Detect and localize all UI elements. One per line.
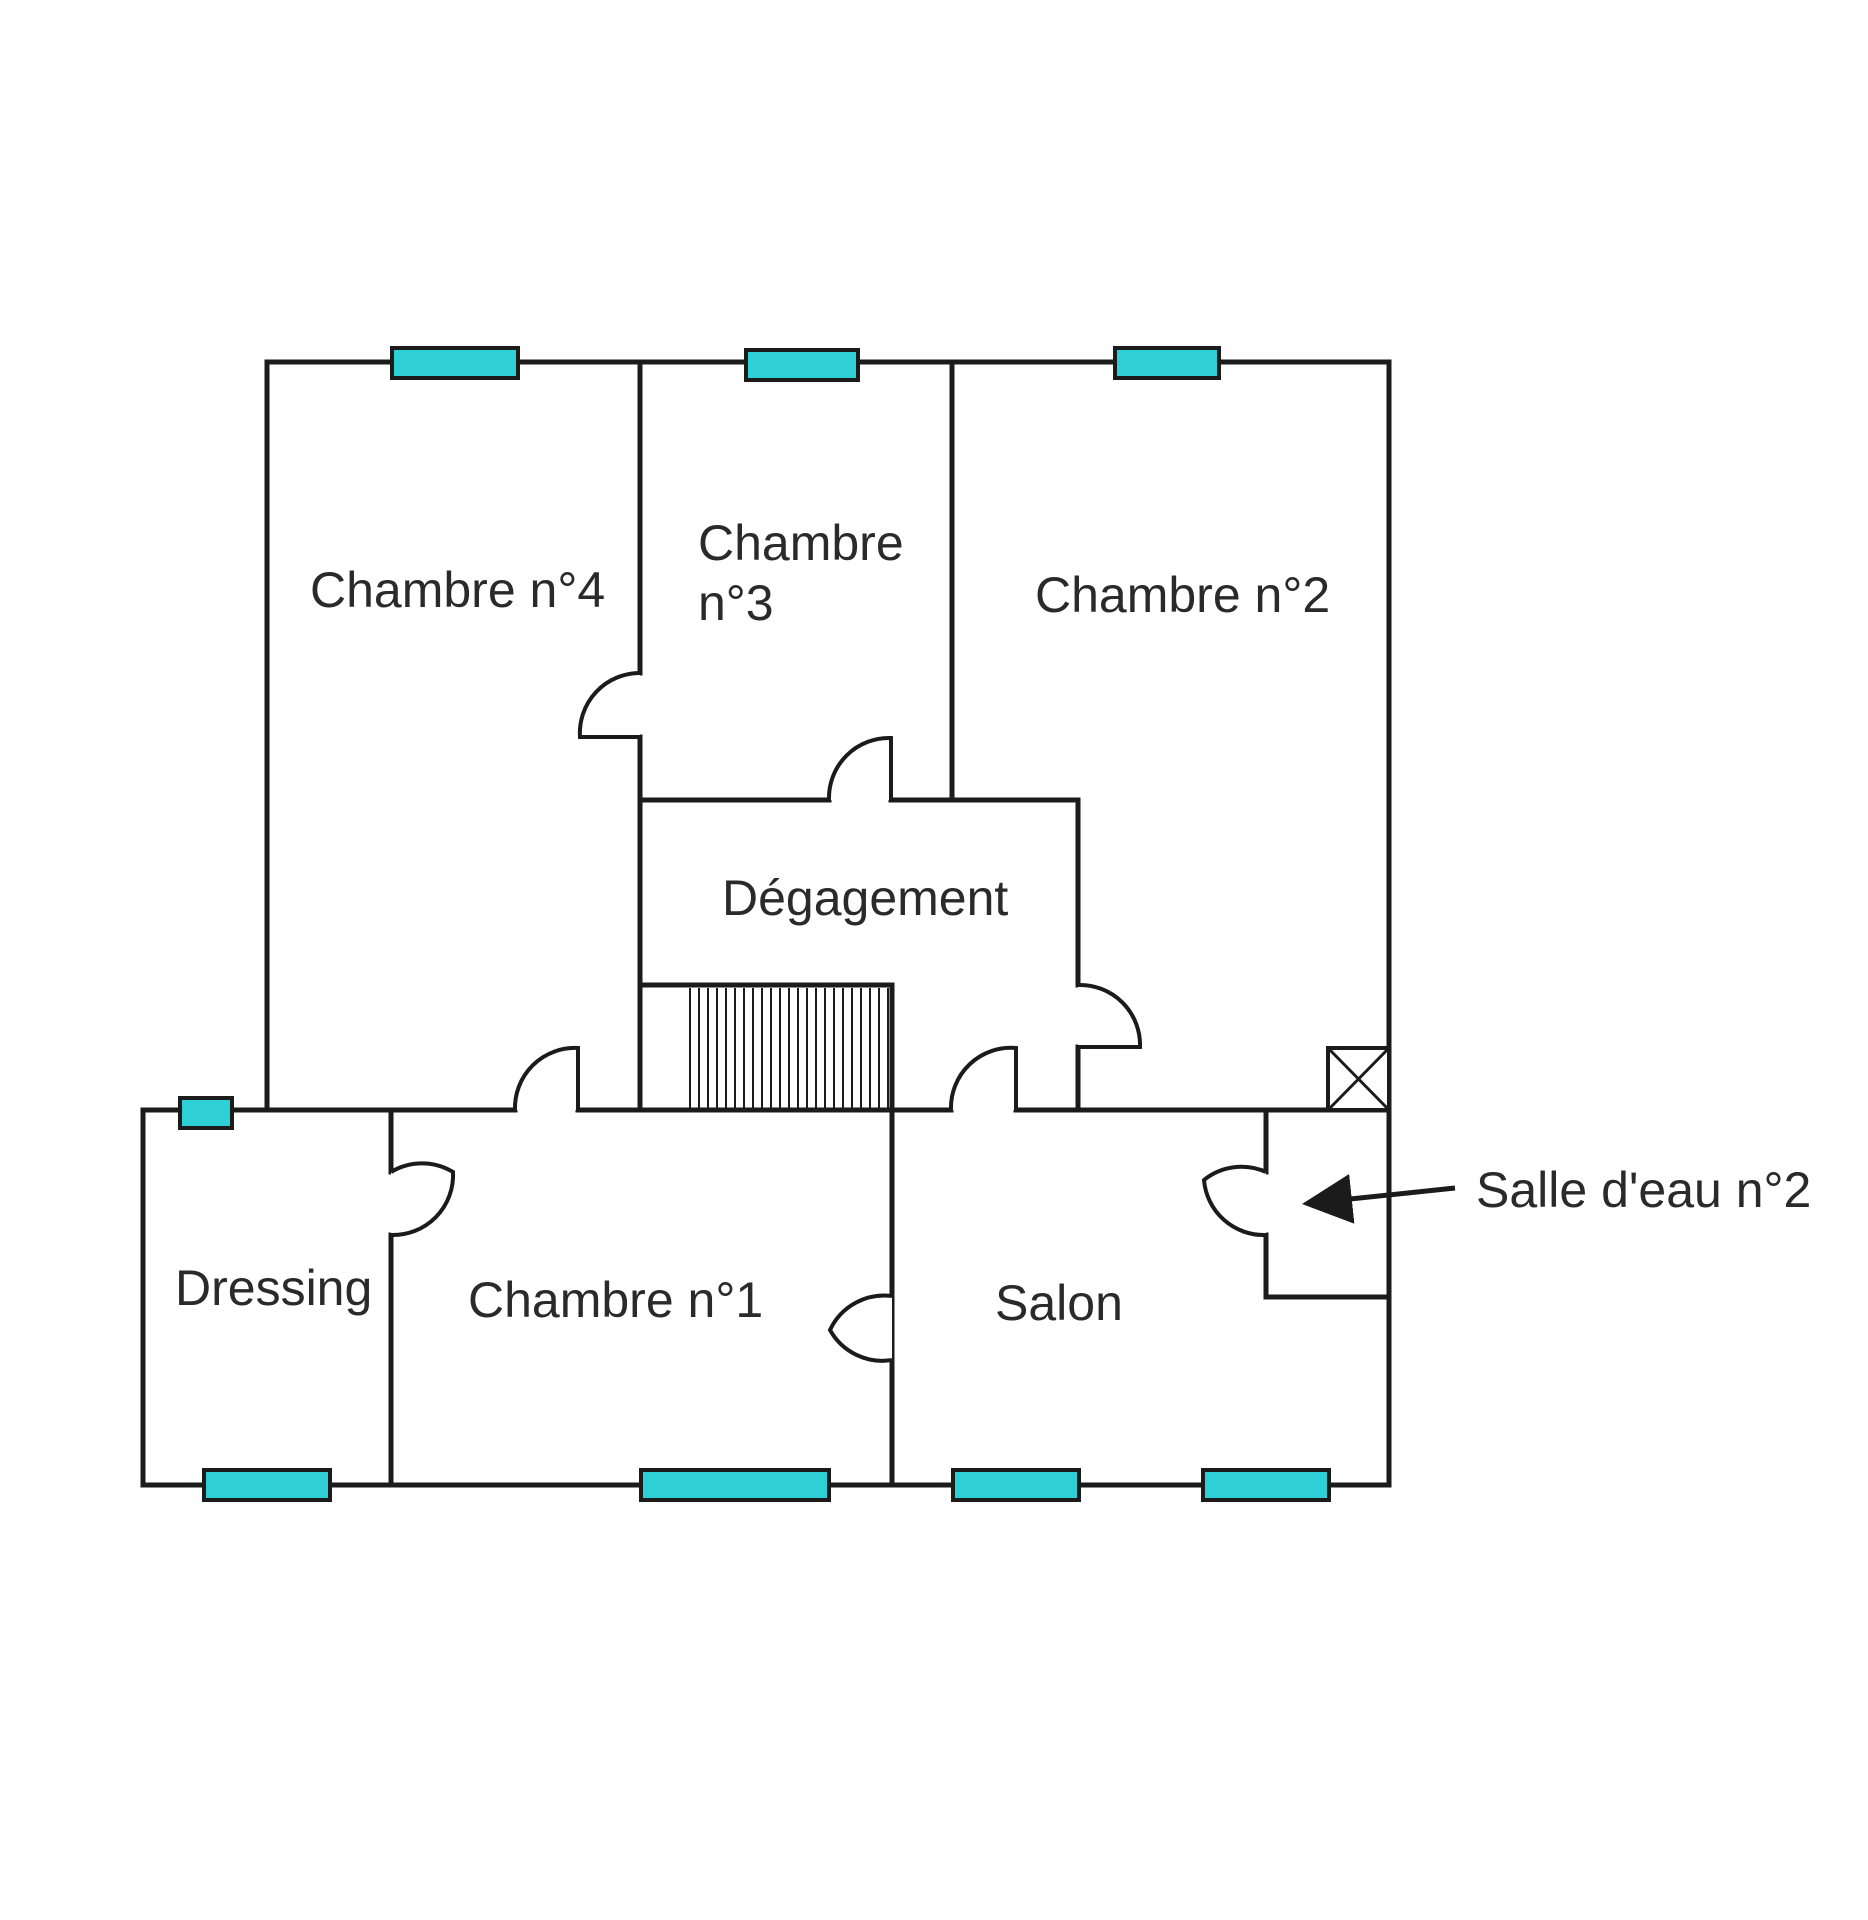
label-salon: Salon xyxy=(995,1275,1123,1331)
window-chambre3 xyxy=(744,348,860,382)
door-salon-top xyxy=(948,1045,1018,1111)
window-salon-left xyxy=(951,1468,1081,1502)
window-dressing-side xyxy=(178,1096,234,1130)
label-chambre2: Chambre n°2 xyxy=(1035,567,1330,623)
window-chambre2 xyxy=(1113,346,1221,380)
window-chambre1 xyxy=(639,1468,831,1502)
label-dressing: Dressing xyxy=(175,1260,372,1316)
window-chambre4 xyxy=(390,346,520,380)
label-degagement: Dégagement xyxy=(722,870,1008,926)
door-salle-eau xyxy=(1201,1164,1267,1238)
staircase xyxy=(637,982,895,1108)
room-labels: Chambre n°4 Chambre n°3 Chambre n°2 Déga… xyxy=(175,515,1811,1331)
doors xyxy=(389,670,1267,1363)
label-chambre3-line2: n°3 xyxy=(698,575,774,631)
door-chambre1-salon xyxy=(827,1293,893,1363)
label-chambre3-line1: Chambre xyxy=(698,515,904,571)
label-chambre4: Chambre n°4 xyxy=(310,562,605,618)
door-chambre3 xyxy=(826,735,893,801)
windows xyxy=(178,346,1331,1502)
callout-arrow xyxy=(1302,1173,1456,1224)
door-chambre4-lower xyxy=(512,1045,580,1111)
door-chambre2 xyxy=(1077,982,1143,1049)
shaft-icon xyxy=(1326,1046,1391,1112)
label-salle-eau: Salle d'eau n°2 xyxy=(1476,1162,1811,1218)
window-dressing xyxy=(202,1468,332,1502)
door-dressing xyxy=(389,1161,456,1238)
label-chambre1: Chambre n°1 xyxy=(468,1272,763,1328)
window-salon-right xyxy=(1201,1468,1331,1502)
door-chambre4 xyxy=(577,670,641,739)
